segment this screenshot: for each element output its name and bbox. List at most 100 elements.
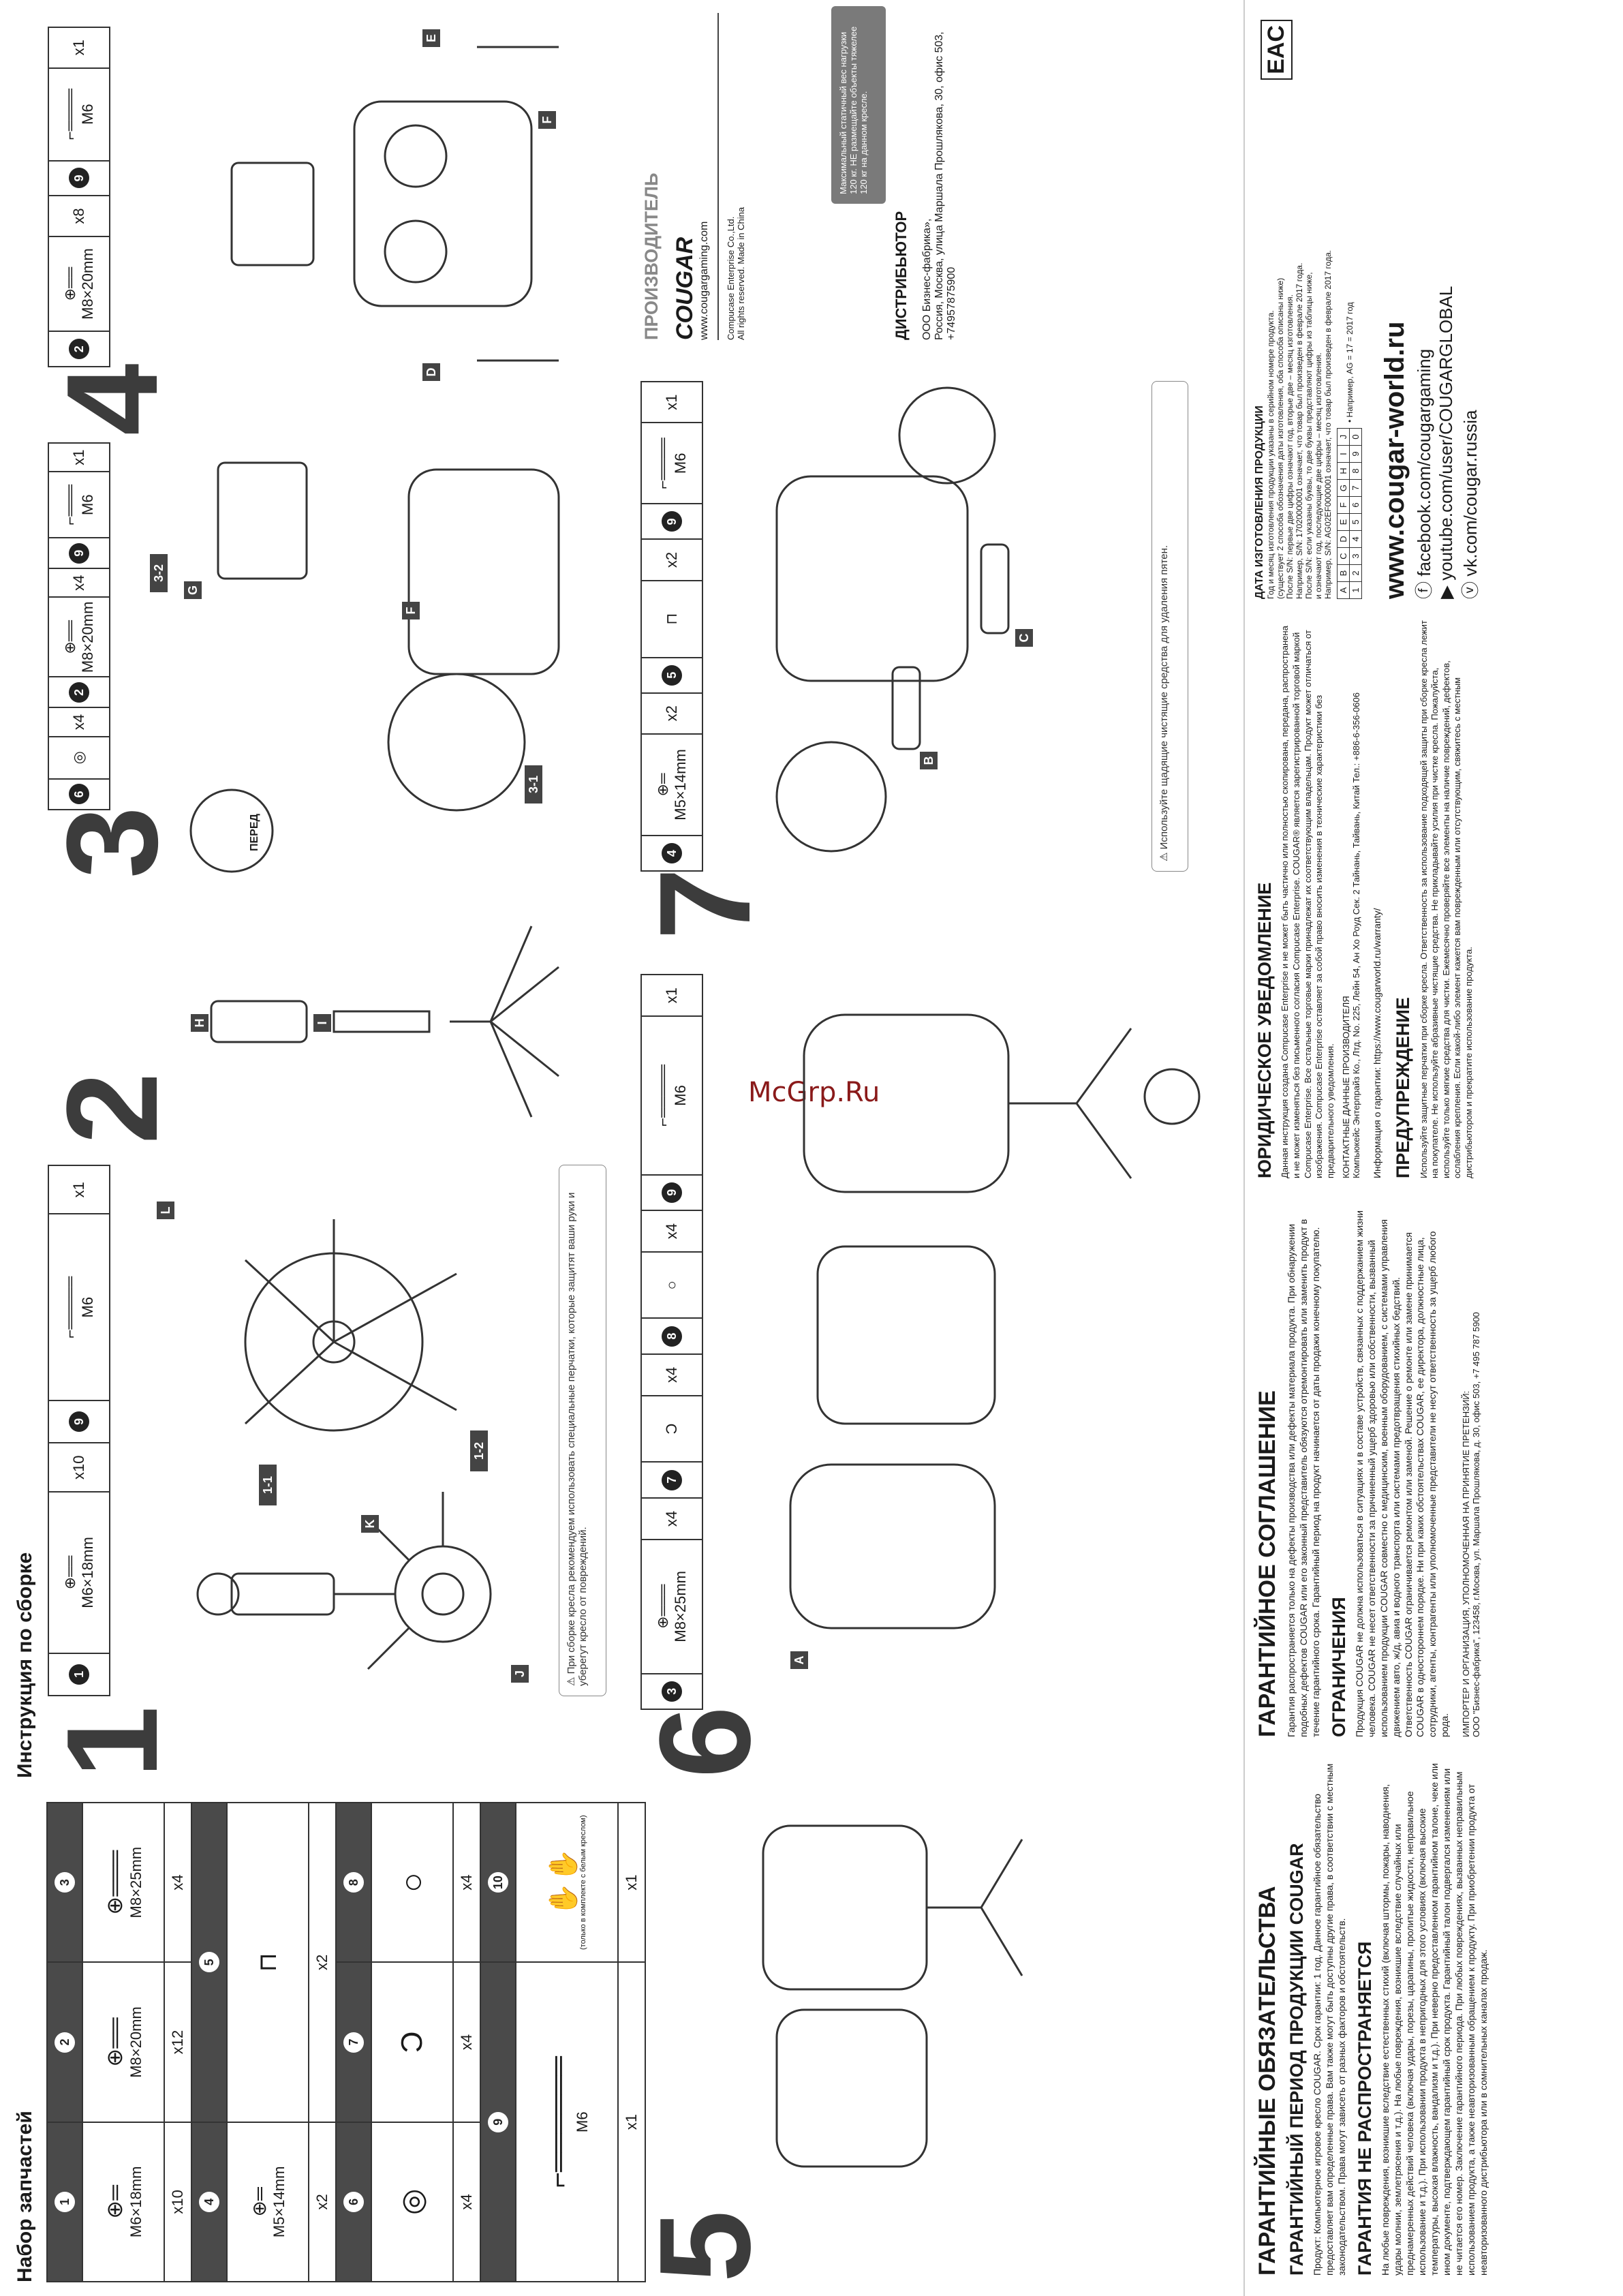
production-block: ДАТА ИЗГОТОВЛЕНИЯ ПРОДУКЦИИ Год и месяц …: [1254, 13, 1615, 599]
production-line-2: (существует 2 способа обозначения даты и…: [1276, 277, 1285, 599]
watermark: McGrp.Ru: [748, 1077, 880, 1108]
social-site: www.cougar-world.ru: [1380, 321, 1410, 599]
label-3-2: 3-2: [150, 554, 168, 592]
warning-icon: ⚠: [1158, 849, 1170, 861]
step3-diagram: ПЕРЕД 3-1 3-2 G F: [136, 401, 572, 878]
step1-parts: 1 ⊕══M6×18mm x10 9 ⌐═════M6 x1: [48, 1165, 110, 1696]
step3-part-num-1: 6: [69, 784, 89, 805]
guarantee-block: ГАРАНТИЙНОЕ СОГЛАШЕНИЕ Гарантия распрост…: [1254, 1206, 1615, 1737]
step3-qty-2: x4: [48, 568, 110, 598]
part-num-10: 10: [488, 1872, 508, 1893]
allen-key-icon: ⌐═════: [61, 1276, 78, 1338]
screw-icon: ⊕═══: [654, 1584, 671, 1629]
contact-title: КОНТАКТНЫЕ ДАННЫЕ ПРОИЗВОДИТЕЛЯ: [1340, 996, 1351, 1178]
obligations-title: ГАРАНТИЙНЫЕ ОБЯЗАТЕЛЬСТВА: [1254, 1886, 1280, 2276]
screw-icon: ⊕══: [61, 620, 78, 654]
step4-spec-2: M6: [79, 104, 96, 125]
letter-cell: J: [1337, 428, 1350, 446]
allen-key-icon: ⌐═════: [654, 1065, 671, 1127]
step-number-1: 1: [40, 1706, 185, 1778]
step1-diagram: 1-1 1-2 K J L: [129, 1165, 552, 1696]
part-num-4: 4: [199, 2191, 219, 2212]
digit-cell: 2: [1349, 564, 1362, 582]
step7-diagram: B C: [722, 381, 1104, 872]
distributor-line-3: +74957875900: [946, 266, 958, 340]
step7-note-text: Используйте щадящие чистящие средства дл…: [1158, 545, 1170, 850]
part-num-7: 7: [343, 2032, 364, 2053]
distributor-block: ДИСТРИБЬЮТОР ООО Бизнес-фабрика», Россия…: [893, 13, 1002, 340]
digit-cell: 3: [1349, 547, 1362, 565]
production-line-1: Год и месяц изготовления продукции указа…: [1266, 310, 1276, 599]
letter-cell: E: [1337, 513, 1350, 531]
part-qty-2: x12: [164, 1962, 191, 2122]
step4-qty-1: x8: [48, 196, 110, 236]
cap-icon: ⊓: [253, 1953, 281, 1972]
step1-key-qty: x1: [48, 1165, 110, 1214]
digit-cell: 1: [1349, 581, 1362, 599]
step6-part-num-2: 7: [662, 1469, 682, 1490]
spring-washer-icon: Ͻ: [395, 2031, 429, 2053]
part-num-9: 9: [488, 2111, 508, 2132]
digit-cell: 8: [1349, 462, 1362, 480]
distributor-title: ДИСТРИБЬЮТОР: [893, 211, 910, 340]
part-qty-5: x2: [309, 1803, 336, 2122]
part-qty-4: x2: [309, 2122, 336, 2282]
part-spec-10: (только в комплекте с белым креслом): [578, 1815, 587, 1950]
label-k: K: [361, 1515, 379, 1533]
eac-mark: EAC: [1261, 20, 1293, 80]
part-num-5: 5: [199, 1952, 219, 1973]
step6-part-num-1: 3: [662, 1681, 682, 1702]
flat-washer-icon: ○: [663, 1281, 680, 1290]
part-spec-9: M6: [573, 2111, 591, 2132]
production-line-7: Например, S/N: AG02EF0000001 означает, ч…: [1323, 250, 1333, 599]
instructions-title: Инструкция по сборке: [14, 1552, 36, 1778]
step4-part-num-1: 2: [69, 339, 89, 360]
legal-title: ЮРИДИЧЕСКОЕ УВЕДОМЛЕНИЕ: [1254, 882, 1275, 1178]
gloves-icon: ✋✋: [548, 1848, 578, 1916]
warranty-info: Информация о гарантии: https://www.couga…: [1372, 908, 1383, 1178]
digit-cell: 5: [1349, 513, 1362, 531]
step-number-5: 5: [633, 2210, 777, 2282]
part-spec-2: M8×20mm: [127, 2006, 144, 2078]
manufacturer-company: Compucase Enterprise Co.,Ltd.: [726, 216, 737, 340]
step7-spec-3: M6: [672, 453, 689, 474]
label-1-2: 1-2: [470, 1430, 488, 1471]
step7-part-num-2: 5: [662, 664, 682, 686]
step7-parts: 4 ⊕═M5×14mm x2 5 ⊓ x2 9 ⌐════M6 x1: [640, 381, 703, 872]
step6-spec-1: M8×25mm: [672, 1571, 689, 1642]
digit-cell: 0: [1349, 428, 1362, 446]
label-j: J: [511, 1665, 529, 1683]
screw-icon: ⊕══: [61, 266, 78, 301]
obligations-block: ГАРАНТИЙНЫЕ ОБЯЗАТЕЛЬСТВА ГАРАНТИЙНЫЙ ПЕ…: [1254, 1758, 1615, 2276]
step4-spec-1: M8×20mm: [79, 248, 96, 320]
digit-cell: 4: [1349, 530, 1362, 548]
letter-cell: G: [1337, 479, 1350, 497]
step6-spec-4: M6: [672, 1085, 689, 1106]
production-line-4: Например, S/N: 17020000001 означает, что…: [1295, 262, 1304, 599]
exclusions-text: На любые повреждения, возникшие вследств…: [1380, 1763, 1489, 2276]
assembly-page: Набор запчастей 1 2 3 ⊕═M6×18mm ⊕══M8×20…: [14, 6, 1201, 2282]
divider: [717, 13, 720, 340]
part-spec-4: M5×14mm: [270, 2166, 288, 2238]
social-facebook: ⓕ facebook.com/cougargaming: [1410, 13, 1436, 599]
step3-spec-2: M8×20mm: [79, 601, 96, 673]
part-num-1: 1: [55, 2191, 75, 2212]
limits-title: ОГРАНИЧЕНИЯ: [1328, 1597, 1349, 1737]
letter-cell: D: [1337, 530, 1350, 548]
facebook-icon: ⓕ: [1414, 576, 1434, 599]
step1-note: ⚠ При сборке кресла рекомендуем использо…: [559, 1165, 606, 1696]
contact-text: Компьюкейс Энтерпрайз Ко., Лтд. No. 225,…: [1350, 692, 1361, 1178]
letter-cell: A: [1337, 581, 1350, 599]
page-divider: [1243, 0, 1245, 2296]
period-text: Продукт: Компьютерное игровое кресло COU…: [1312, 1763, 1347, 2276]
label-h: H: [191, 1014, 208, 1032]
claims-title: ИМПОРТЕР И ОРГАНИЗАЦИЯ, УПОЛНОМОЧЕННАЯ Н…: [1461, 1390, 1472, 1737]
production-example: • Например, AG = 17 = 2017 год: [1344, 302, 1355, 423]
label-1-1: 1-1: [259, 1465, 277, 1505]
step7-part-num-3: 9: [662, 511, 682, 532]
step7-qty-1: x2: [641, 692, 702, 734]
step-number-6: 6: [633, 1706, 777, 1778]
part-qty-3: x4: [164, 1803, 191, 1963]
vk-text: vk.com/cougar.russia: [1460, 410, 1481, 577]
letter-digit-table: A B C D E F G H I J • Например, AG = 17 …: [1337, 301, 1362, 599]
